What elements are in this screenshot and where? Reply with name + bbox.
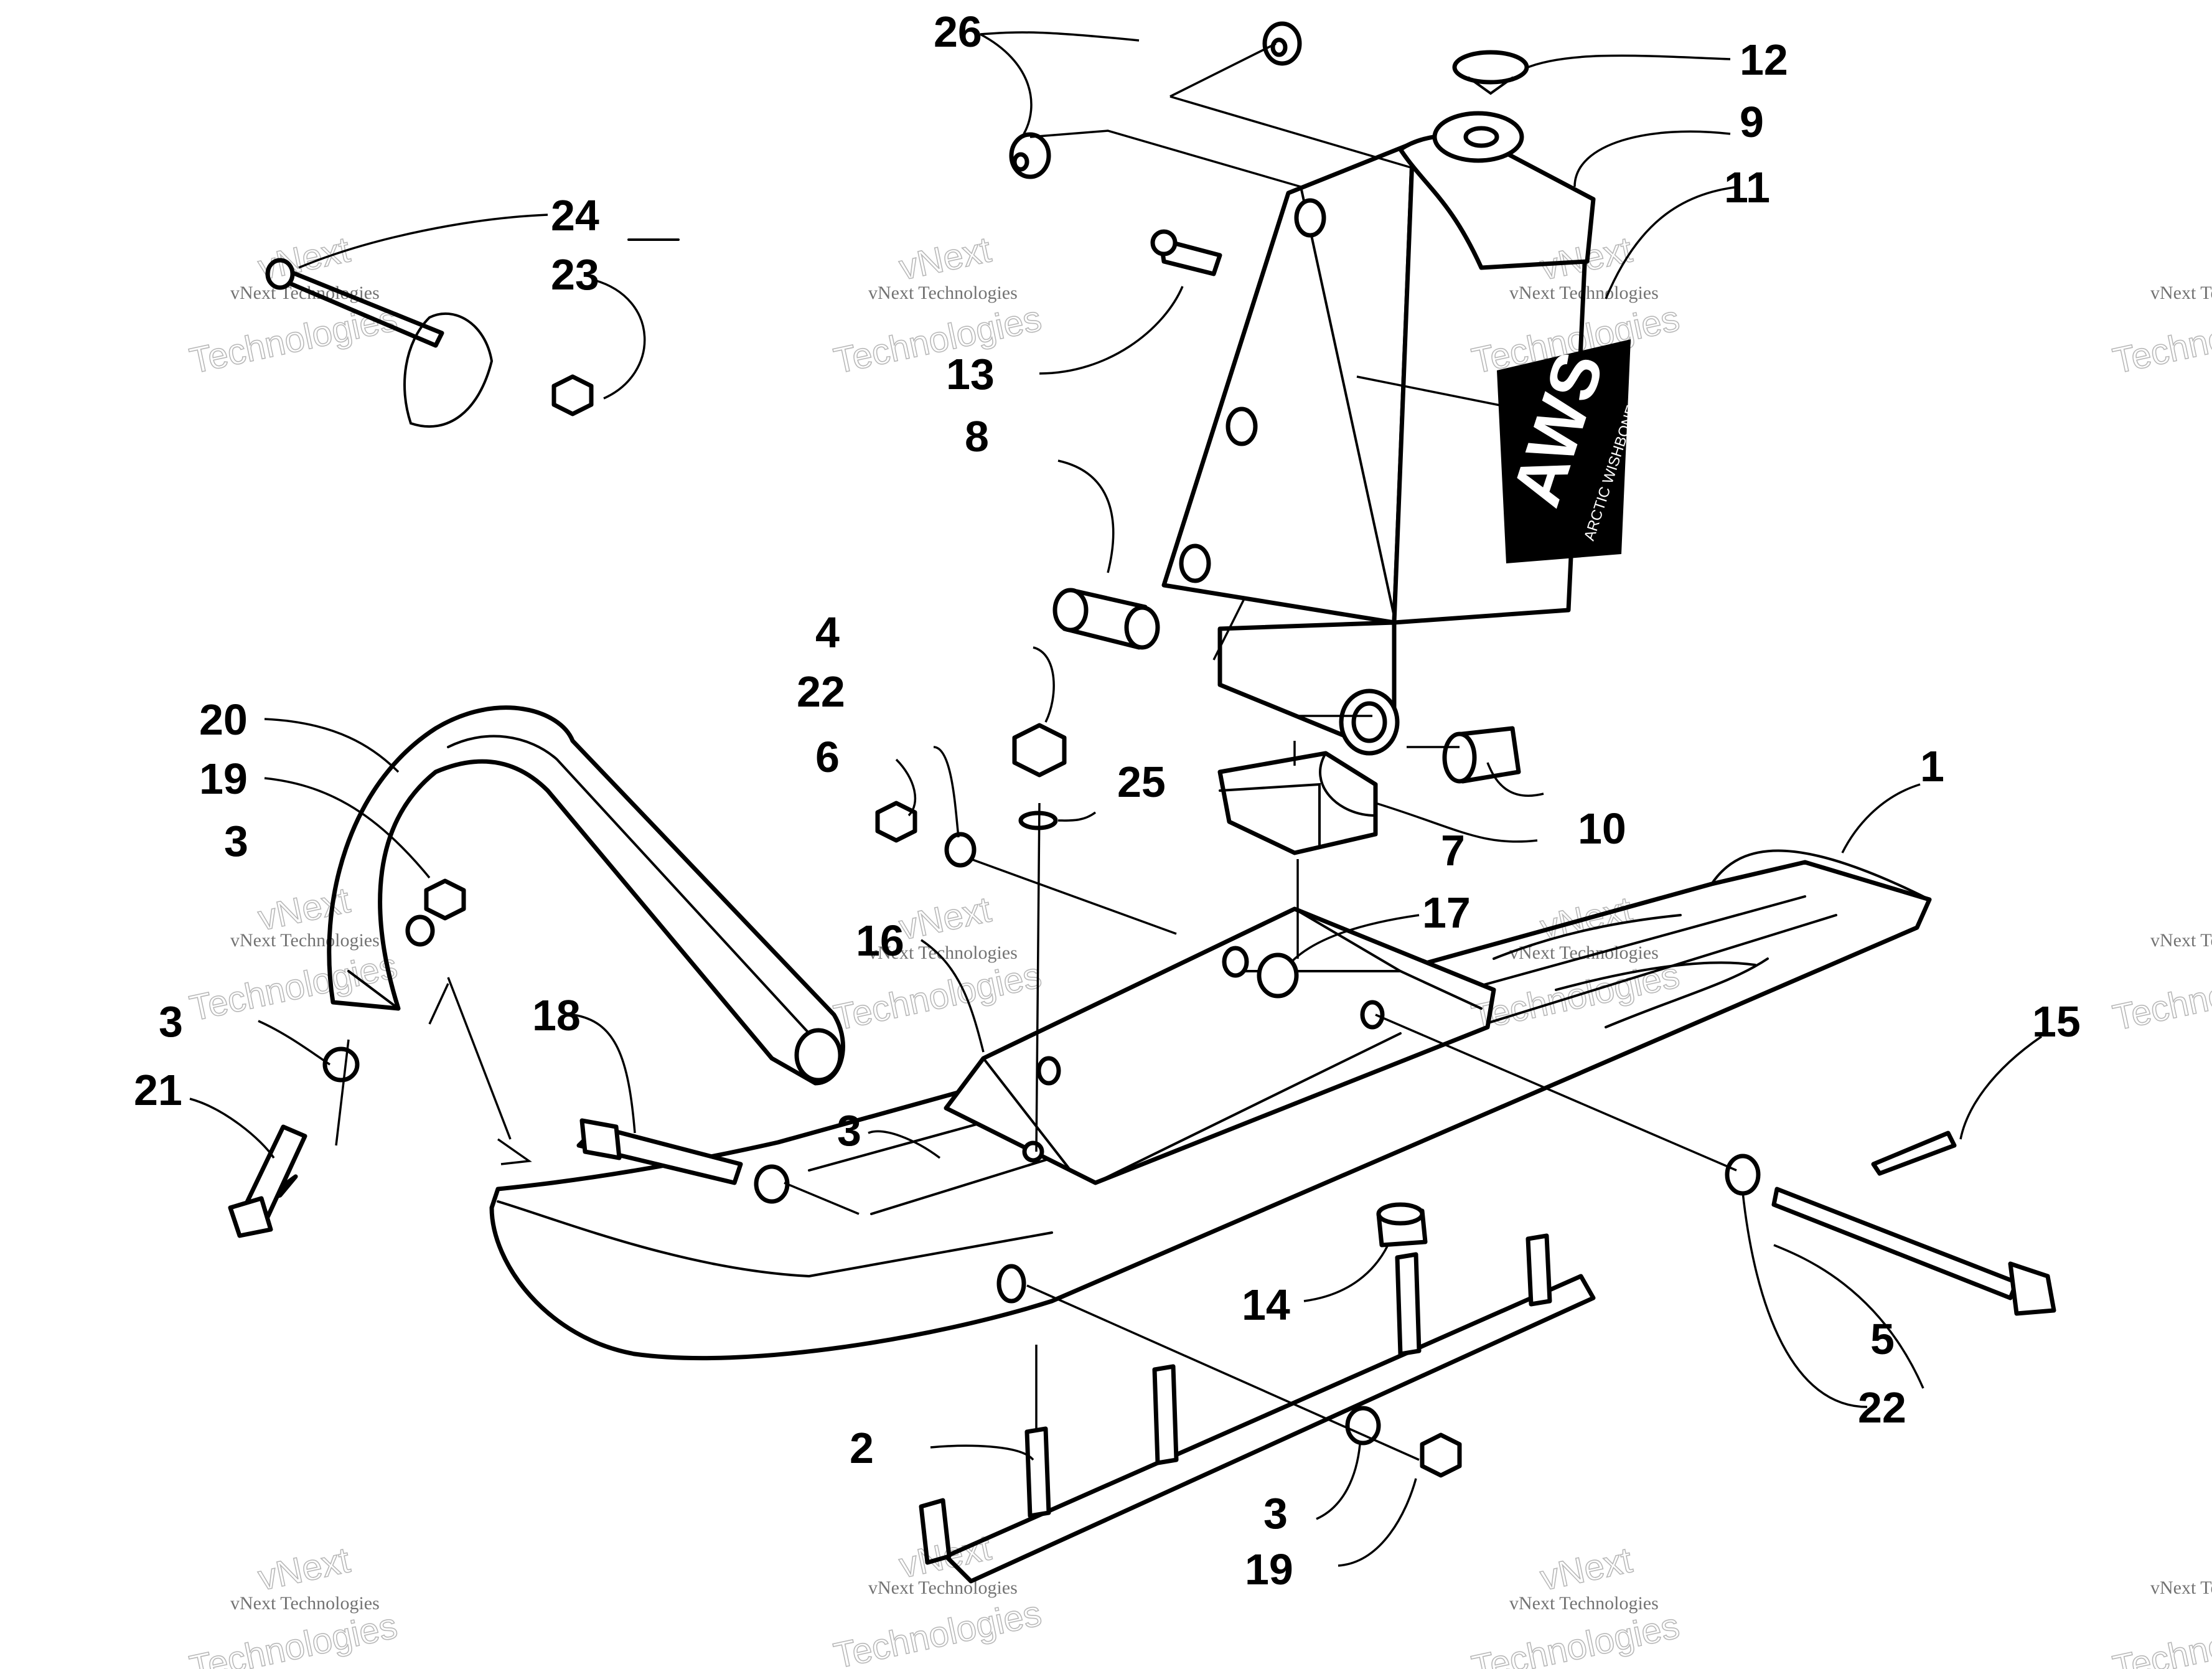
watermark-large: Technologies bbox=[186, 298, 401, 382]
watermark-small: vNext Technologies bbox=[1509, 283, 1659, 303]
bolt-5 bbox=[1771, 1187, 2056, 1316]
callout-16: 16 bbox=[856, 916, 904, 965]
callout-21: 21 bbox=[134, 1066, 182, 1114]
callout-1: 1 bbox=[1920, 742, 1944, 791]
callout-22: 22 bbox=[1858, 1383, 1906, 1432]
watermark-large: Technologies bbox=[186, 946, 401, 1029]
watermark-small: vNext Technologies bbox=[230, 930, 380, 951]
callout-25: 25 bbox=[1117, 758, 1166, 806]
watermark-large: Technologies bbox=[830, 955, 1045, 1038]
cap bbox=[1452, 50, 1529, 95]
callout-3: 3 bbox=[159, 997, 183, 1046]
sleeve-left bbox=[1052, 588, 1160, 650]
watermark-large: Technologies bbox=[830, 1593, 1045, 1669]
watermark-small: vNext Technologies bbox=[868, 1577, 1018, 1598]
bolt-21 bbox=[228, 1124, 307, 1238]
damper-block bbox=[1217, 751, 1378, 855]
callout-11: 11 bbox=[1724, 163, 1770, 212]
watermark-small: vNext Technologies bbox=[868, 943, 1018, 963]
nut-19-top bbox=[424, 878, 466, 921]
callout-3: 3 bbox=[837, 1106, 861, 1155]
watermark-small: vNext Technologies bbox=[1509, 943, 1659, 963]
callout-14: 14 bbox=[1242, 1281, 1290, 1329]
callout-9: 9 bbox=[1740, 98, 1764, 146]
bolt-24 bbox=[265, 258, 444, 348]
bushing-14 bbox=[1376, 1202, 1428, 1248]
callout-12: 12 bbox=[1740, 35, 1788, 84]
sleeve-right bbox=[1442, 726, 1521, 784]
watermark-small: vNext Technologies bbox=[868, 283, 1018, 303]
watermark-large: Technologies bbox=[2109, 298, 2212, 382]
callout-leaders bbox=[189, 31, 2042, 1567]
leader-lines bbox=[335, 42, 1737, 1461]
callout-20: 20 bbox=[199, 695, 248, 744]
watermark-large: Technologies bbox=[2109, 1606, 2212, 1669]
grease-fitting bbox=[1150, 229, 1222, 276]
callout-4: 4 bbox=[815, 608, 840, 657]
callout-23: 23 bbox=[551, 250, 599, 299]
watermark-small: vNext Technologies bbox=[230, 283, 380, 303]
watermark-large: vNext bbox=[896, 889, 995, 947]
nut-19-bottom bbox=[1420, 1432, 1462, 1478]
watermark-large: vNext bbox=[896, 229, 995, 288]
watermark-large: vNext bbox=[255, 229, 354, 288]
callout-10: 10 bbox=[1578, 804, 1626, 853]
callout-2: 2 bbox=[850, 1424, 874, 1472]
watermark-large: Technologies bbox=[2109, 955, 2212, 1038]
spindle-housing bbox=[1161, 111, 1596, 756]
watermark-large: Technologies bbox=[186, 1606, 401, 1669]
watermark-small: vNext Technologies bbox=[2150, 283, 2212, 303]
cotter-pin bbox=[1871, 1131, 1957, 1176]
carbide-bracket-detail bbox=[403, 312, 494, 428]
callout-18: 18 bbox=[532, 991, 581, 1040]
callout-labels: 1 2 3 3 3 3 4 5 6 7 8 9 10 11 12 13 14 1… bbox=[134, 7, 2081, 1594]
callout-6: 6 bbox=[815, 733, 840, 781]
nut-4 bbox=[1012, 723, 1067, 778]
callout-7: 7 bbox=[1441, 826, 1465, 875]
callout-13: 13 bbox=[946, 350, 995, 398]
watermark-small: vNext Technologies bbox=[2150, 930, 2212, 951]
bolt-18 bbox=[576, 1118, 743, 1185]
callout-19: 19 bbox=[1245, 1545, 1293, 1594]
watermark-large: Technologies bbox=[1468, 1606, 1683, 1669]
callout-3: 3 bbox=[1263, 1489, 1288, 1538]
callout-5: 5 bbox=[1870, 1315, 1895, 1363]
nut-6 bbox=[875, 801, 917, 843]
bushing-upper bbox=[1009, 21, 1302, 179]
wear-bar bbox=[919, 1233, 1596, 1584]
watermark-large: vNext bbox=[255, 1540, 354, 1598]
ski-saddle bbox=[944, 906, 1496, 1185]
watermark-large: Technologies bbox=[830, 298, 1045, 382]
watermark-small: vNext Technologies bbox=[230, 1593, 380, 1614]
callout-26: 26 bbox=[934, 7, 982, 56]
ski-loop bbox=[327, 705, 845, 1086]
callout-19: 19 bbox=[199, 755, 248, 803]
watermark-large: vNext bbox=[1537, 1540, 1636, 1598]
washers bbox=[322, 811, 1761, 1446]
callout-22: 22 bbox=[797, 667, 845, 716]
nut-23 bbox=[551, 374, 594, 416]
watermark-small: vNext Technologies bbox=[2150, 1577, 2212, 1598]
callout-24: 24 bbox=[551, 191, 599, 240]
watermark-small: vNext Technologies bbox=[1509, 1593, 1659, 1614]
callout-3: 3 bbox=[224, 817, 248, 865]
callout-15: 15 bbox=[2032, 997, 2081, 1046]
callout-17: 17 bbox=[1422, 888, 1471, 937]
callout-8: 8 bbox=[965, 412, 989, 461]
